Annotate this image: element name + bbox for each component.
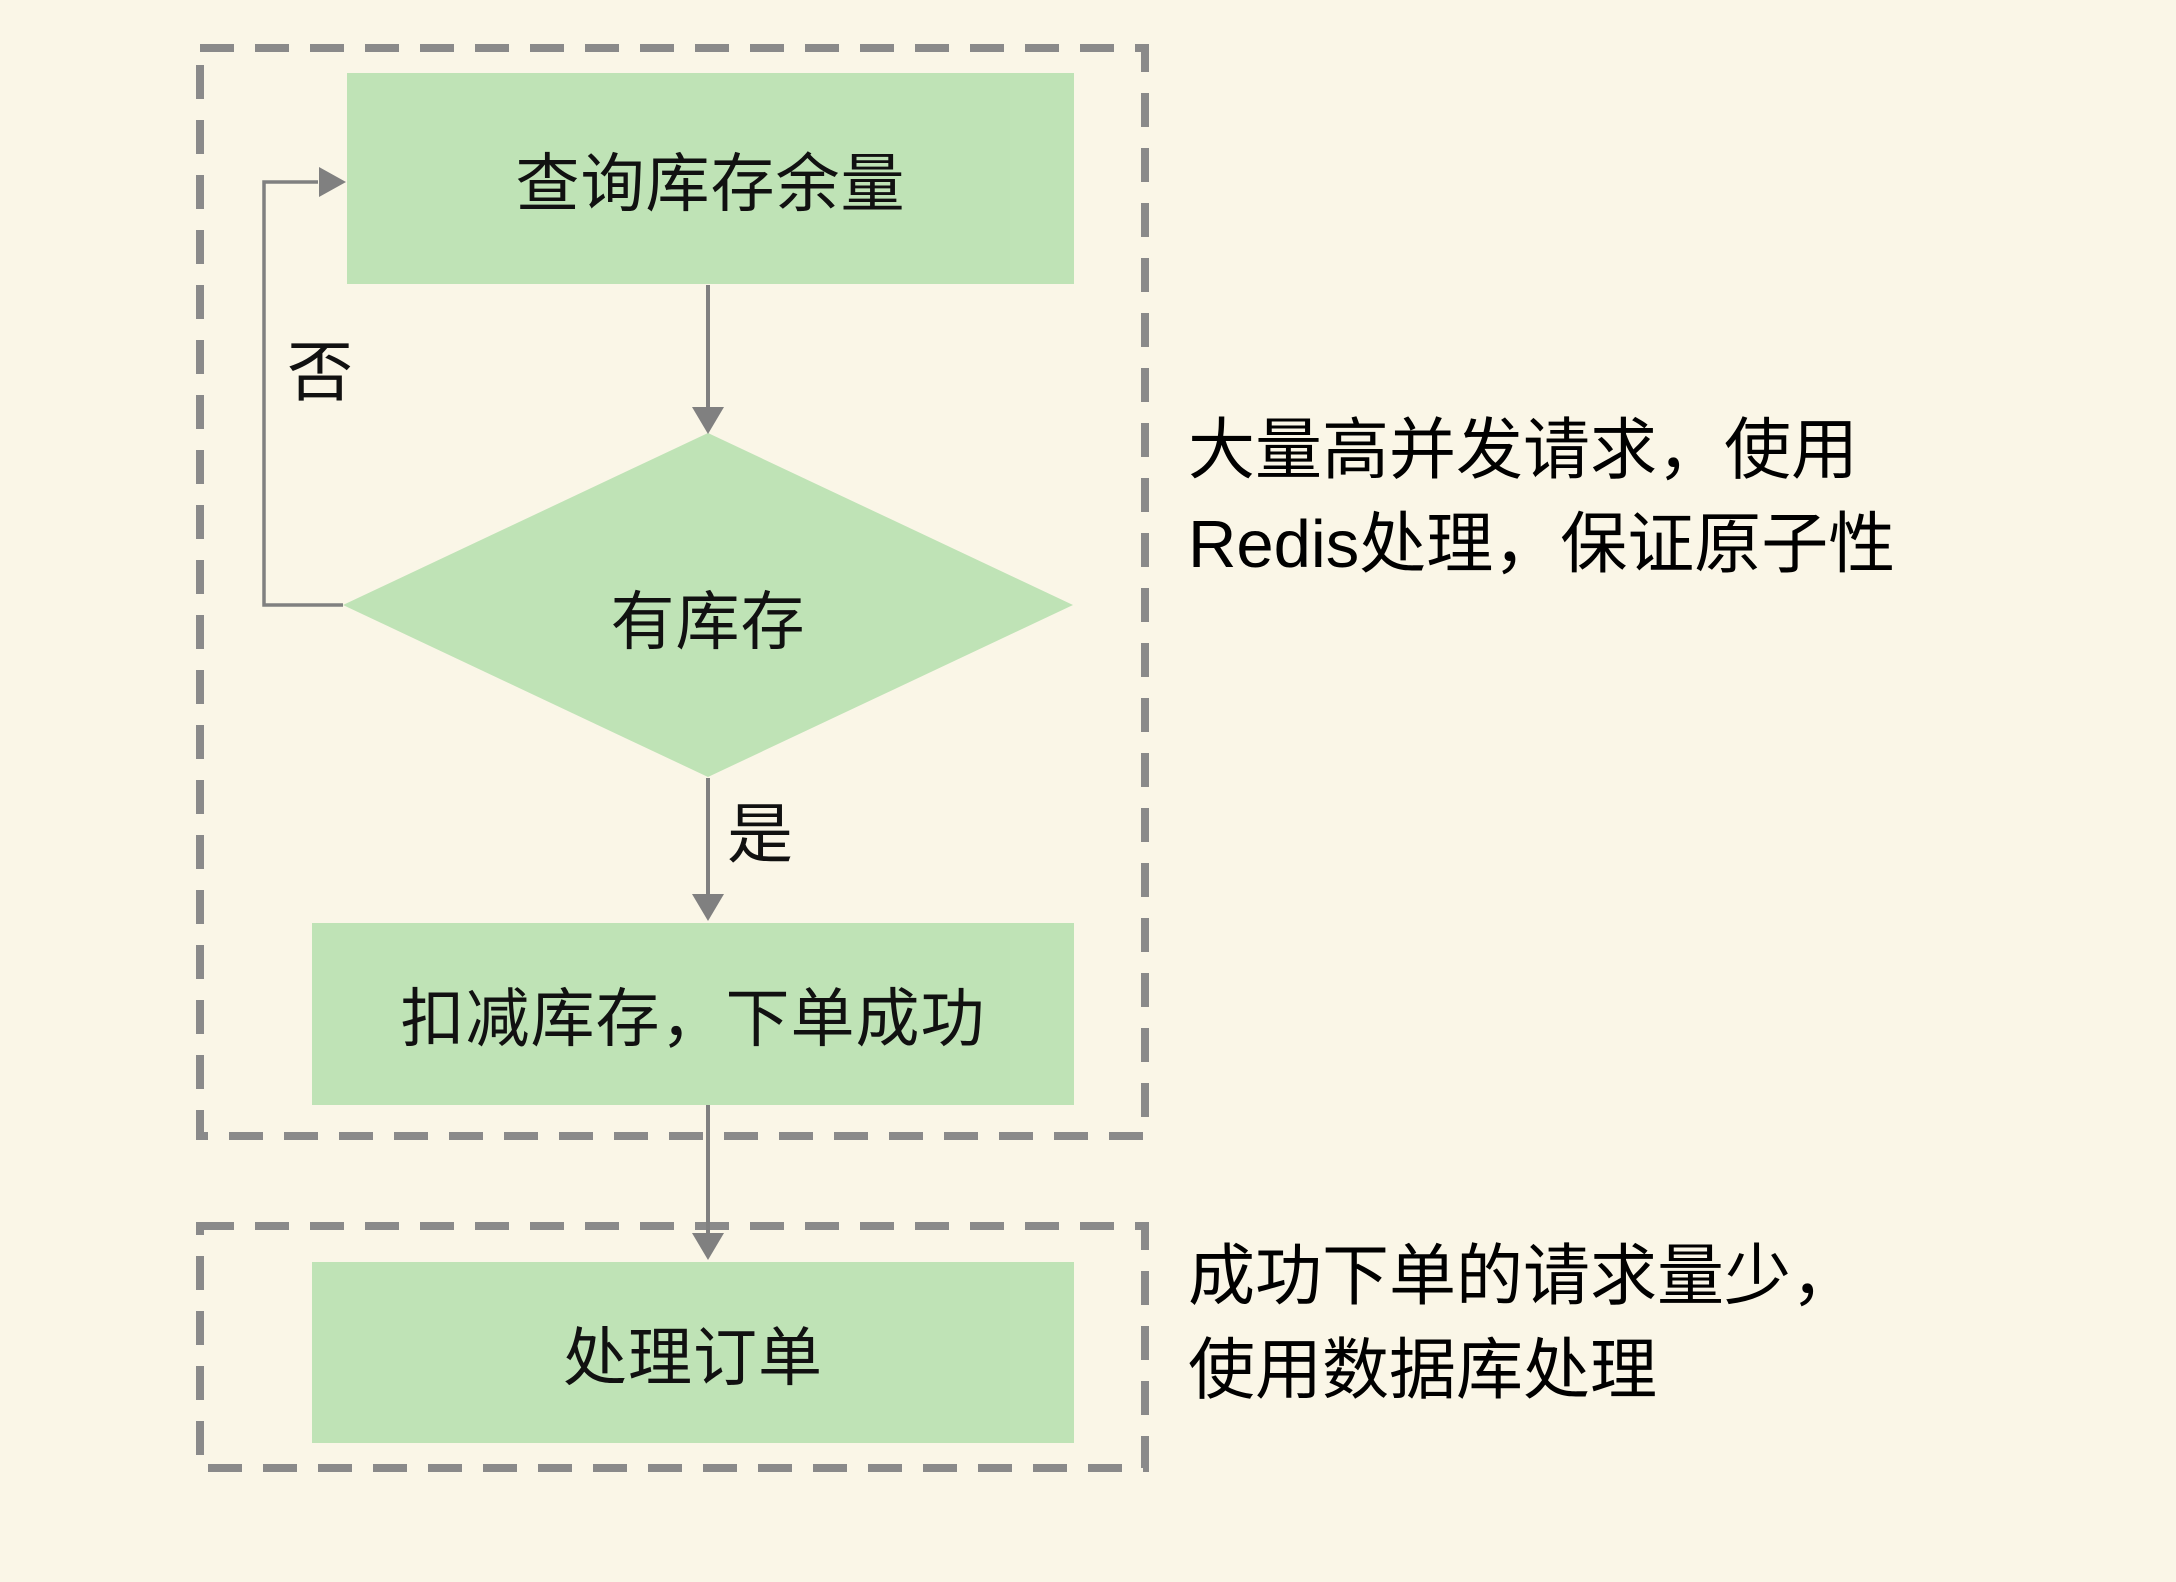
arrow-yes-head — [692, 894, 724, 921]
node-deduct-stock-label: 扣减库存，下单成功 — [400, 983, 986, 1055]
node-process-order: 处理订单 — [312, 1262, 1074, 1443]
decision-diamond-shape — [343, 433, 1073, 777]
node-deduct-stock: 扣减库存，下单成功 — [312, 923, 1074, 1105]
node-query-stock: 查询库存余量 — [347, 73, 1074, 284]
branch-label-yes: 是 — [727, 797, 793, 871]
database-phase-dashed-box — [196, 1222, 1149, 1472]
annotation-database-line2: 使用数据库处理 — [1188, 1333, 1657, 1408]
annotation-database-line1: 成功下单的请求量少， — [1188, 1239, 1858, 1314]
arrow-deduct-to-process-head — [692, 1233, 724, 1260]
node-query-stock-label: 查询库存余量 — [515, 147, 906, 220]
annotation-database-phase: 成功下单的请求量少， 使用数据库处理 — [1188, 1230, 1858, 1418]
node-has-stock-label: 有库存 — [610, 586, 806, 658]
branch-label-no: 否 — [287, 335, 353, 409]
annotation-redis-phase: 大量高并发请求，使用 Redis处理，保证原子性 — [1188, 404, 1895, 592]
annotation-redis-line1: 大量高并发请求，使用 — [1188, 413, 1858, 488]
node-process-order-label: 处理订单 — [563, 1321, 823, 1394]
redis-phase-dashed-box — [196, 44, 1149, 1140]
arrow-no-loop-line — [262, 180, 343, 607]
annotation-redis-line2: Redis处理，保证原子性 — [1188, 507, 1896, 582]
arrow-query-to-diamond-head — [692, 407, 724, 434]
arrow-no-loop-head — [319, 167, 346, 197]
